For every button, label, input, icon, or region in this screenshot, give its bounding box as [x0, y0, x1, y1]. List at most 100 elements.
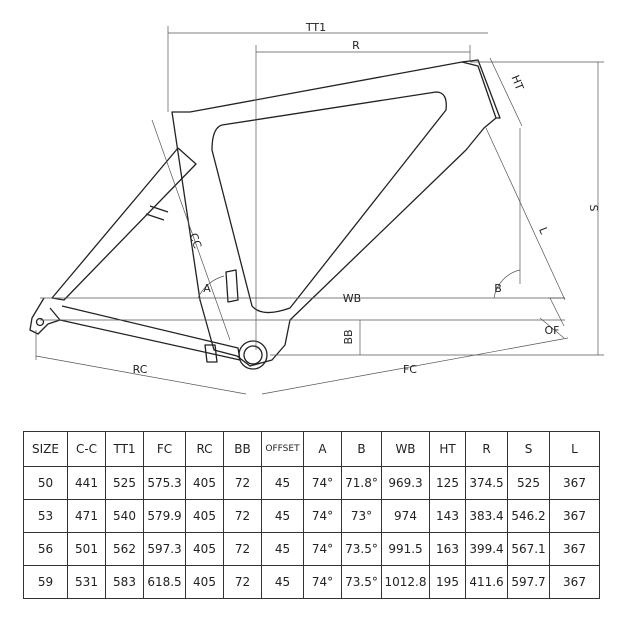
table-header-row: SIZE C-C TT1 FC RC BB OFFSET A B WB HT R… — [23, 431, 600, 467]
chain-stay — [49, 305, 241, 361]
table-cell: 525 — [507, 466, 550, 500]
bb-cable-guide — [204, 344, 218, 363]
table-cell: 991.5 — [381, 532, 430, 566]
table-cell: 411.6 — [465, 565, 508, 599]
table-cell: 125 — [429, 466, 466, 500]
table-cell: 597.3 — [143, 532, 186, 566]
frame-inner-triangle — [211, 91, 447, 314]
table-cell: 567.1 — [507, 532, 550, 566]
header-b: B — [341, 431, 382, 467]
rc-label: RC — [133, 363, 148, 376]
wb-label: WB — [343, 292, 361, 305]
table-cell: 45 — [261, 565, 304, 599]
table-cell: 73.5° — [341, 532, 382, 566]
rear-dropout — [29, 297, 61, 335]
fork-axis-line — [485, 127, 566, 301]
fc-dimension-line — [261, 337, 569, 395]
header-bb: BB — [223, 431, 262, 467]
header-rc: RC — [185, 431, 224, 467]
table-cell: 74° — [303, 466, 342, 500]
cc-dimension-line — [151, 119, 231, 341]
table-row: 50 441 525 575.3 405 72 45 74° 71.8° 969… — [23, 466, 600, 500]
table-cell: 399.4 — [465, 532, 508, 566]
table-cell: 525 — [105, 466, 144, 500]
head-tube — [461, 59, 501, 119]
seat-stay-bridge — [145, 205, 169, 221]
table-cell: 59 — [23, 565, 68, 599]
seat-tube-detail — [225, 269, 239, 303]
table-cell: 56 — [23, 532, 68, 566]
cc-label: CC — [187, 231, 205, 250]
angle-b-label: B — [494, 282, 502, 295]
table-cell: 579.9 — [143, 499, 186, 533]
table-cell: 540 — [105, 499, 144, 533]
table-cell: 367 — [549, 532, 600, 566]
ht-label: HT — [508, 73, 526, 92]
table-cell: 195 — [429, 565, 466, 599]
table-cell: 74° — [303, 532, 342, 566]
table-cell: 405 — [185, 565, 224, 599]
seat-stay — [51, 147, 197, 301]
of-label: OF — [545, 324, 560, 337]
table-cell: 45 — [261, 532, 304, 566]
header-size: SIZE — [23, 431, 68, 467]
dimension-lines — [35, 26, 604, 395]
rear-axle — [35, 317, 45, 327]
table-cell: 53 — [23, 499, 68, 533]
header-tt1: TT1 — [105, 431, 144, 467]
bottom-bracket-outer — [238, 340, 268, 370]
header-fc: FC — [143, 431, 186, 467]
geometry-table: SIZE C-C TT1 FC RC BB OFFSET A B WB HT R… — [23, 431, 600, 599]
table-cell: 163 — [429, 532, 466, 566]
table-cell: 71.8° — [341, 466, 382, 500]
header-c-c: C-C — [67, 431, 106, 467]
header-l: L — [549, 431, 600, 467]
table-cell: 45 — [261, 466, 304, 500]
table-cell: 367 — [549, 499, 600, 533]
table-row: 56 501 562 597.3 405 72 45 74° 73.5° 991… — [23, 532, 600, 566]
table-cell: 575.3 — [143, 466, 186, 500]
table-cell: 143 — [429, 499, 466, 533]
table-cell: 405 — [185, 499, 224, 533]
table-cell: 72 — [223, 532, 262, 566]
table-cell: 74° — [303, 565, 342, 599]
table-cell: 618.5 — [143, 565, 186, 599]
table-cell: 374.5 — [465, 466, 508, 500]
table-row: 59 531 583 618.5 405 72 45 74° 73.5° 101… — [23, 565, 600, 599]
r-label: R — [352, 39, 360, 52]
angle-b-arc — [493, 269, 521, 299]
header-r: R — [465, 431, 508, 467]
table-cell: 367 — [549, 466, 600, 500]
fc-label: FC — [403, 363, 417, 376]
ht-dimension-line — [489, 57, 523, 127]
table-cell: 471 — [67, 499, 106, 533]
header-ht: HT — [429, 431, 466, 467]
table-cell: 73.5° — [341, 565, 382, 599]
table-cell: 441 — [67, 466, 106, 500]
table-cell: 546.2 — [507, 499, 550, 533]
table-cell: 73° — [341, 499, 382, 533]
angle-a-arc — [197, 275, 225, 299]
header-a: A — [303, 431, 342, 467]
header-offset: OFFSET — [261, 431, 304, 467]
header-s: S — [507, 431, 550, 467]
table-cell: 501 — [67, 532, 106, 566]
table-cell: 74° — [303, 499, 342, 533]
s-label: S — [587, 205, 600, 212]
angle-a-label: A — [203, 282, 211, 295]
table-cell: 45 — [261, 499, 304, 533]
table-cell: 974 — [381, 499, 430, 533]
of-dimension-line — [539, 317, 565, 339]
table-cell: 969.3 — [381, 466, 430, 500]
table-cell: 583 — [105, 565, 144, 599]
table-cell: 597.7 — [507, 565, 550, 599]
table-cell: 383.4 — [465, 499, 508, 533]
table-cell: 72 — [223, 499, 262, 533]
table-cell: 405 — [185, 532, 224, 566]
table-cell: 562 — [105, 532, 144, 566]
fork-leg — [549, 297, 565, 327]
bb-label: BB — [342, 329, 355, 344]
table-cell: 531 — [67, 565, 106, 599]
l-label: L — [536, 225, 551, 236]
rc-dimension-line — [35, 355, 247, 395]
